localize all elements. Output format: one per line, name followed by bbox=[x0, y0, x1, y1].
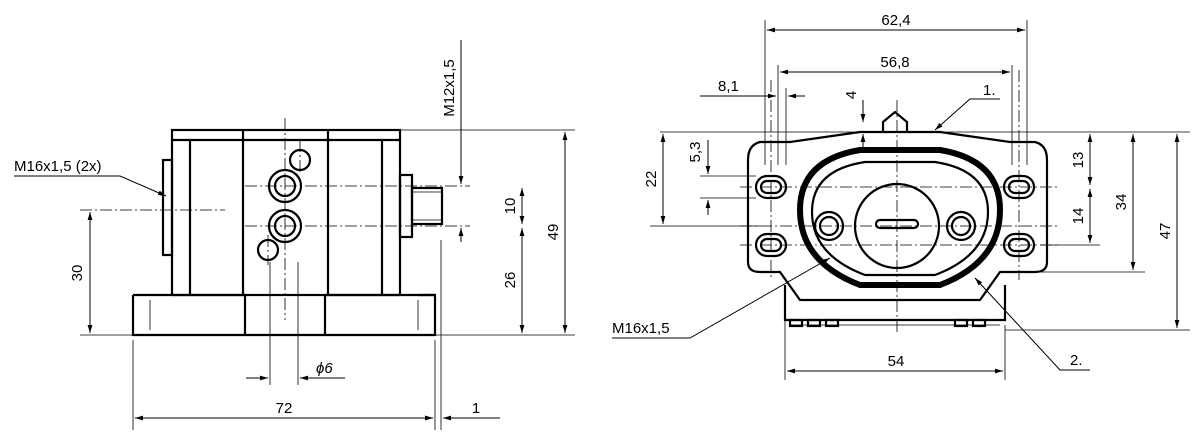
callout-1-label: 1. bbox=[983, 82, 996, 99]
dim-phi6-label: ϕ6 bbox=[316, 360, 333, 377]
dim-13-label: 13 bbox=[1070, 152, 1087, 169]
body-outline bbox=[170, 128, 402, 297]
dim-72-label: 72 bbox=[276, 400, 293, 417]
right-boss bbox=[398, 173, 414, 239]
top-nub bbox=[881, 110, 909, 132]
dim-10-label: 10 bbox=[502, 198, 519, 215]
dim-47-label: 47 bbox=[1157, 223, 1174, 240]
dim-34-label: 34 bbox=[1113, 194, 1130, 211]
oval-housing bbox=[796, 147, 1004, 288]
dim-5-3-label: 5,3 bbox=[687, 142, 704, 163]
dim-62-4-label: 62,4 bbox=[881, 12, 910, 29]
dim-54-label: 54 bbox=[888, 353, 905, 370]
dim-26-label: 26 bbox=[502, 272, 519, 289]
right-view: 62,4 56,8 8,1 4 1. 22 5,3 13 14 34 47 bbox=[612, 12, 1190, 380]
left-boss bbox=[161, 158, 174, 257]
thread-m12-label: M12x1,5 bbox=[441, 59, 458, 117]
callout-2-label: 2. bbox=[1070, 352, 1083, 369]
dim-30-label: 30 bbox=[69, 265, 86, 282]
dim-4-label: 4 bbox=[843, 91, 860, 99]
flange-outline bbox=[746, 130, 1049, 302]
m12-connector bbox=[410, 186, 444, 226]
base-flange bbox=[131, 293, 437, 337]
dim-14-label: 14 bbox=[1070, 208, 1087, 225]
dim-1-label: 1 bbox=[472, 400, 480, 417]
thread-m16-2x-label: M16x1,5 (2x) bbox=[14, 158, 102, 175]
dim-49-label: 49 bbox=[545, 224, 562, 241]
dim-22-label: 22 bbox=[643, 171, 660, 188]
thread-m16-label: M16x1,5 bbox=[612, 320, 670, 337]
dim-8-1-label: 8,1 bbox=[718, 78, 739, 95]
left-view: 49 26 10 M12x1,5 30 M16x1,5 (2x) ϕ6 72 1 bbox=[14, 40, 575, 430]
dim-56-8-label: 56,8 bbox=[880, 54, 909, 71]
base-bottom bbox=[783, 285, 1007, 322]
